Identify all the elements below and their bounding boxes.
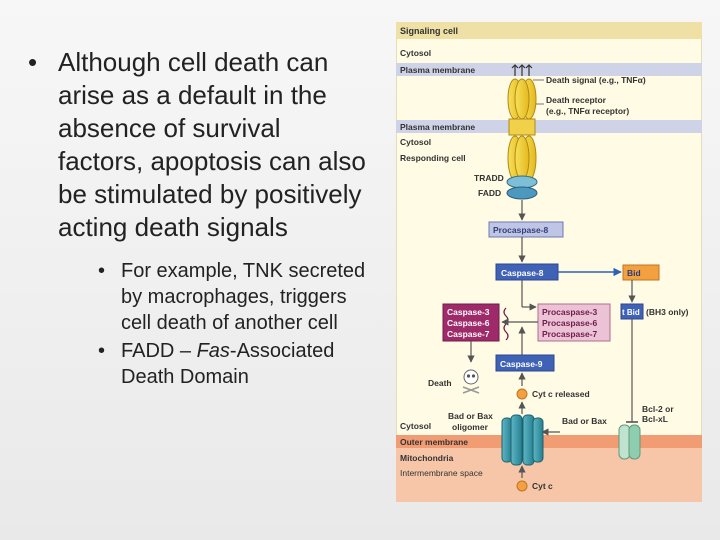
- signaling-cell-header: [396, 22, 702, 39]
- apoptosis-pathway-diagram: Signaling cell Cytosol Plasma membrane P…: [396, 22, 702, 502]
- caspase8-label: Caspase-8: [501, 268, 544, 278]
- main-bullet-text: Although cell death can arise as a defau…: [58, 47, 366, 242]
- caspase9-label: Caspase-9: [500, 359, 543, 369]
- mitochondria-band: [396, 448, 702, 502]
- plasma-membrane-label-2: Plasma membrane: [400, 122, 475, 132]
- sub-bullet-text: FADD – Fas-Associated Death Domain: [121, 338, 373, 390]
- bad-bax-oligomer-label-1: Bad or Bax: [448, 411, 493, 421]
- cytosol-label-2: Cytosol: [400, 137, 431, 147]
- main-bullet: • Although cell death can arise as a def…: [28, 46, 373, 244]
- intermembrane-space-label: Intermembrane space: [400, 468, 483, 478]
- sub-bullet-text: For example, TNK secreted by macrophages…: [121, 260, 366, 334]
- sub-bullet: • FADD – Fas-Associated Death Domain: [98, 338, 373, 390]
- bid-label: Bid: [627, 268, 641, 278]
- procaspase8-label: Procaspase-8: [493, 225, 549, 235]
- death-label: Death: [428, 378, 452, 388]
- caspase3-label: Caspase-3: [447, 307, 490, 317]
- bid-box: [622, 264, 660, 281]
- bcl2-label-2: Bcl-xL: [642, 414, 668, 424]
- bcl2-protein-icon: [618, 424, 641, 460]
- figure-panel: [396, 22, 702, 502]
- fadd-prefix: FADD –: [121, 340, 197, 362]
- death-signal-label: Death signal (e.g., TNFα): [546, 75, 646, 85]
- procaspase3-label: Procaspase-3: [542, 307, 598, 317]
- plasma-membrane-band-1: [396, 63, 702, 76]
- cytc-released-dot: [516, 388, 528, 400]
- bh3-only-label: (BH3 only): [646, 307, 689, 317]
- procaspases-box: [537, 303, 611, 342]
- cytc-dot: [516, 480, 528, 492]
- plasma-membrane-label-1: Plasma membrane: [400, 65, 475, 75]
- death-receptor-label-2: (e.g., TNFα receptor): [546, 106, 629, 116]
- bcl2-label-1: Bcl-2 or: [642, 404, 674, 414]
- bad-bax-oligomer-label-2: oligomer: [452, 422, 489, 432]
- death-signal-icon: [511, 64, 533, 76]
- bax-oligomer-channel-icon: [501, 414, 544, 466]
- plasma-membrane-band-2: [396, 120, 702, 133]
- mitochondria-label: Mitochondria: [400, 453, 454, 463]
- responding-cell-label: Responding cell: [400, 153, 466, 163]
- tradd-label: TRADD: [474, 173, 504, 183]
- bad-or-bax-label: Bad or Bax: [562, 416, 607, 426]
- sub-bullet-list: • For example, TNK secreted by macrophag…: [98, 258, 373, 390]
- signaling-cell-label: Signaling cell: [400, 26, 458, 36]
- cytc-label: Cyt c: [532, 481, 553, 491]
- cytosol-top-label: Cytosol: [400, 48, 431, 58]
- fas-italic: Fas: [196, 340, 230, 362]
- cytc-released-label: Cyt c released: [532, 389, 590, 399]
- death-receptor-label-1: Death receptor: [546, 95, 607, 105]
- bullet-dot: •: [98, 260, 106, 282]
- skull-icon: [462, 369, 480, 394]
- procaspase8-box: [488, 221, 564, 238]
- procaspase6-label: Procaspase-6: [542, 318, 598, 328]
- fadd-label: FADD: [478, 188, 501, 198]
- fadd-suffix: -Associated Death Domain: [121, 340, 335, 388]
- caspase6-label: Caspase-6: [447, 318, 490, 328]
- tradd-fadd-icon: [506, 175, 538, 200]
- caspase7-label: Caspase-7: [447, 329, 490, 339]
- death-receptor-icon: [507, 78, 537, 181]
- tbid-label: t Bid: [622, 308, 640, 317]
- procaspase7-label: Procaspase-7: [542, 329, 598, 339]
- bullet-dot: •: [98, 340, 106, 362]
- active-caspases-box: [442, 303, 500, 342]
- sub-bullet: • For example, TNK secreted by macrophag…: [98, 258, 373, 336]
- cytosol-label-3: Cytosol: [400, 421, 431, 431]
- caspase9-box: [495, 354, 555, 372]
- outer-membrane-label: Outer membrane: [400, 437, 468, 447]
- bullet-dot: •: [28, 47, 38, 77]
- slide-text: • Although cell death can arise as a def…: [28, 46, 373, 392]
